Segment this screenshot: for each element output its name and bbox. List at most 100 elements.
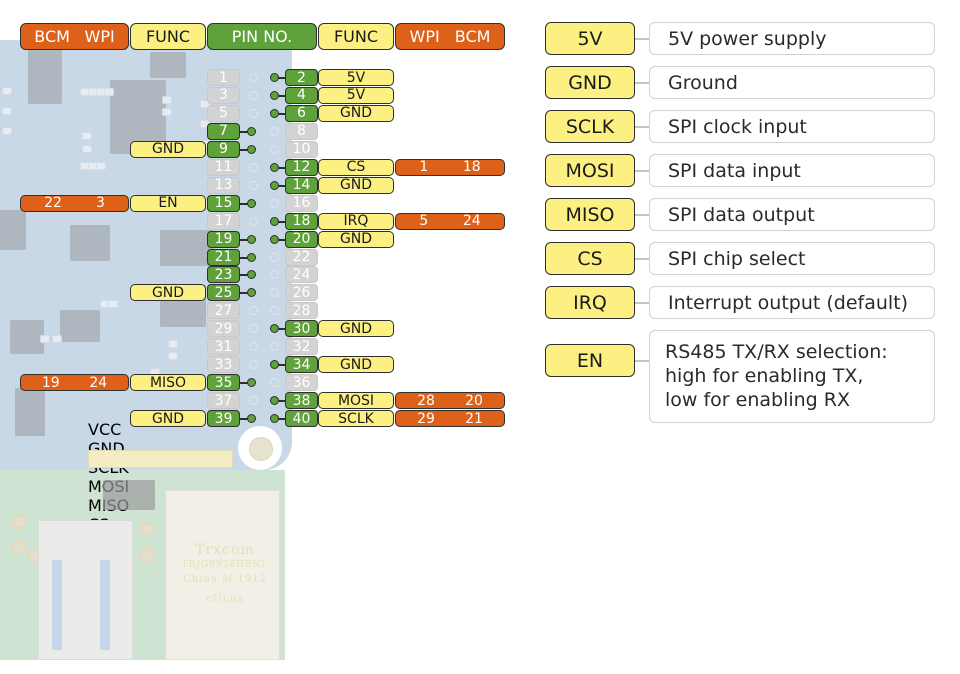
bcm-number: 24: [462, 213, 481, 230]
pin-pad-icon: [247, 234, 256, 244]
pin-40: 40: [285, 410, 318, 428]
pin-38: 38: [285, 392, 318, 410]
smd-component: [40, 335, 50, 343]
through-hole-pad: [140, 548, 154, 562]
pin-22: 22: [285, 248, 318, 266]
pin-pad-icon: [270, 270, 279, 280]
pin-pad-icon: [247, 126, 256, 136]
func-label-pin-20: GND: [318, 230, 394, 248]
legend-connector: [635, 38, 649, 40]
legend-connector: [635, 126, 649, 128]
func-label-pin-34: GND: [318, 356, 394, 374]
pin-pad-icon: [247, 378, 256, 388]
wpi-number: 28: [417, 392, 435, 409]
pin-14: 14: [285, 176, 318, 194]
func-label-pin-4: 5V: [318, 86, 394, 104]
pin-pad-icon: [249, 108, 258, 118]
pin-pad-icon: [270, 342, 279, 352]
header-left-func: FUNC: [130, 23, 206, 50]
pin-pad-icon: [249, 396, 258, 406]
legend-connector: [635, 302, 649, 304]
chip-component: [70, 225, 110, 261]
pin-pad-icon: [270, 126, 279, 136]
legend-tag-miso: MISO: [545, 198, 635, 231]
smd-component: [82, 132, 92, 140]
pin-18: 18: [285, 212, 318, 230]
inductor-component: [103, 480, 155, 510]
pin-lead: [240, 382, 250, 385]
pin-35: 35: [207, 374, 240, 392]
pin-lead: [277, 418, 286, 421]
pin-pad-icon: [270, 252, 279, 262]
pin-pad-icon: [270, 108, 279, 118]
pin-1: 1: [207, 69, 240, 86]
smd-component: [168, 340, 178, 348]
legend-tag-gnd: GND: [545, 66, 635, 99]
chip-component: [28, 42, 62, 104]
pin-lead: [277, 166, 286, 169]
pin-19: 19: [207, 230, 240, 248]
wpi-number: 24: [89, 374, 108, 391]
pin-pad-icon: [270, 216, 279, 226]
func-label-pin-39: GND: [130, 410, 206, 428]
pin-pad-icon: [247, 252, 256, 262]
pin-pad-icon: [249, 162, 258, 172]
header-right-bcm: BCM: [454, 26, 491, 46]
func-label-pin-25: GND: [130, 284, 206, 302]
smd-component: [2, 127, 12, 135]
pin-pad-icon: [247, 288, 256, 298]
pin-27: 27: [207, 302, 240, 320]
pin-pad-icon: [247, 144, 256, 154]
chip-component: [60, 310, 100, 342]
pin-lead: [240, 238, 250, 241]
func-label-pin-40: SCLK: [318, 410, 394, 428]
pin-pad-icon: [270, 414, 279, 424]
pin-24: 24: [285, 266, 318, 284]
ethernet-jack: [165, 490, 280, 660]
legend-tag-irq: IRQ: [545, 286, 635, 319]
header-right-wpi-bcm: WPI BCM: [395, 23, 505, 50]
legend-desc-miso: SPI data output: [649, 198, 935, 231]
legend-connector: [635, 258, 649, 260]
pin-lead: [240, 148, 250, 151]
pin-4: 4: [285, 86, 318, 104]
pin-lead: [277, 184, 286, 187]
ethernet-jack-label: cULus: [206, 594, 244, 605]
legend-connector: [635, 170, 649, 172]
pin-lead: [277, 94, 286, 97]
pin-pad-icon: [247, 270, 256, 280]
pin-pad-icon: [247, 198, 256, 208]
pin-32: 32: [285, 338, 318, 356]
header-right-wpi: WPI: [409, 26, 440, 46]
func-label-pin-30: GND: [318, 320, 394, 338]
pin-lead: [277, 238, 286, 241]
legend-tag-5v: 5V: [545, 22, 635, 55]
pin-pad-icon: [270, 306, 279, 316]
pin-pad-icon: [249, 306, 258, 316]
smd-component: [2, 107, 12, 115]
func-label-pin-35: MISO: [130, 374, 206, 392]
chip-component: [15, 388, 45, 436]
pin-16: 16: [285, 194, 318, 212]
smd-component: [162, 96, 172, 104]
func-label-pin-2: 5V: [318, 69, 394, 86]
wpi-number: 1: [419, 159, 429, 176]
pin-31: 31: [207, 338, 240, 356]
pin-pad-icon: [270, 198, 279, 208]
wpi-number: 5: [419, 213, 429, 230]
header-left-wpi: WPI: [84, 26, 115, 46]
legend-desc-5v: 5V power supply: [649, 22, 935, 55]
legend-connector: [635, 214, 649, 216]
smd-component: [2, 87, 12, 95]
pin-pad-icon: [270, 162, 279, 172]
legend-desc-sclk: SPI clock input: [649, 110, 935, 143]
smd-component: [104, 88, 114, 96]
func-label-pin-9: GND: [130, 140, 206, 158]
func-label-pin-6: GND: [318, 104, 394, 122]
pin-8: 8: [285, 122, 318, 140]
ethernet-jack-label: China M 1912: [183, 574, 267, 585]
header-right-func: FUNC: [318, 23, 394, 50]
